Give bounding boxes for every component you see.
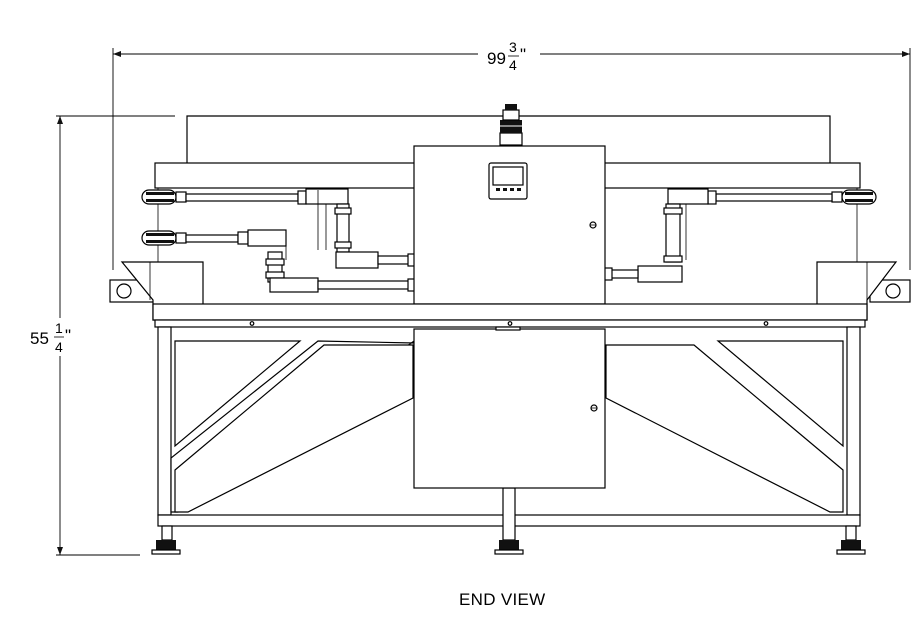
height-dimension-unit: " — [65, 326, 71, 345]
right-outfeed-hopper — [816, 261, 911, 321]
lower-electrical-cabinet — [413, 326, 606, 489]
height-dimension-numerator: 1 — [55, 320, 63, 336]
left-manifold — [141, 188, 417, 293]
upper-control-cabinet — [413, 145, 606, 305]
width-dimension-denominator: 4 — [509, 57, 517, 73]
conveyor-deck — [152, 303, 868, 328]
beacon-light — [499, 104, 523, 146]
height-dimension-whole: 55 — [30, 329, 49, 348]
width-dimension-unit: " — [520, 45, 526, 64]
width-dimension-numerator: 3 — [509, 39, 517, 55]
support-frame — [151, 326, 866, 555]
height-dimension: 55 1 4 " — [28, 115, 175, 556]
width-dimension-whole: 99 — [487, 49, 506, 68]
height-dimension-denominator: 4 — [55, 339, 63, 355]
right-manifold — [603, 188, 877, 283]
width-dimension: 99 3 4 " — [112, 39, 911, 270]
drawing-caption: END VIEW — [459, 590, 545, 609]
